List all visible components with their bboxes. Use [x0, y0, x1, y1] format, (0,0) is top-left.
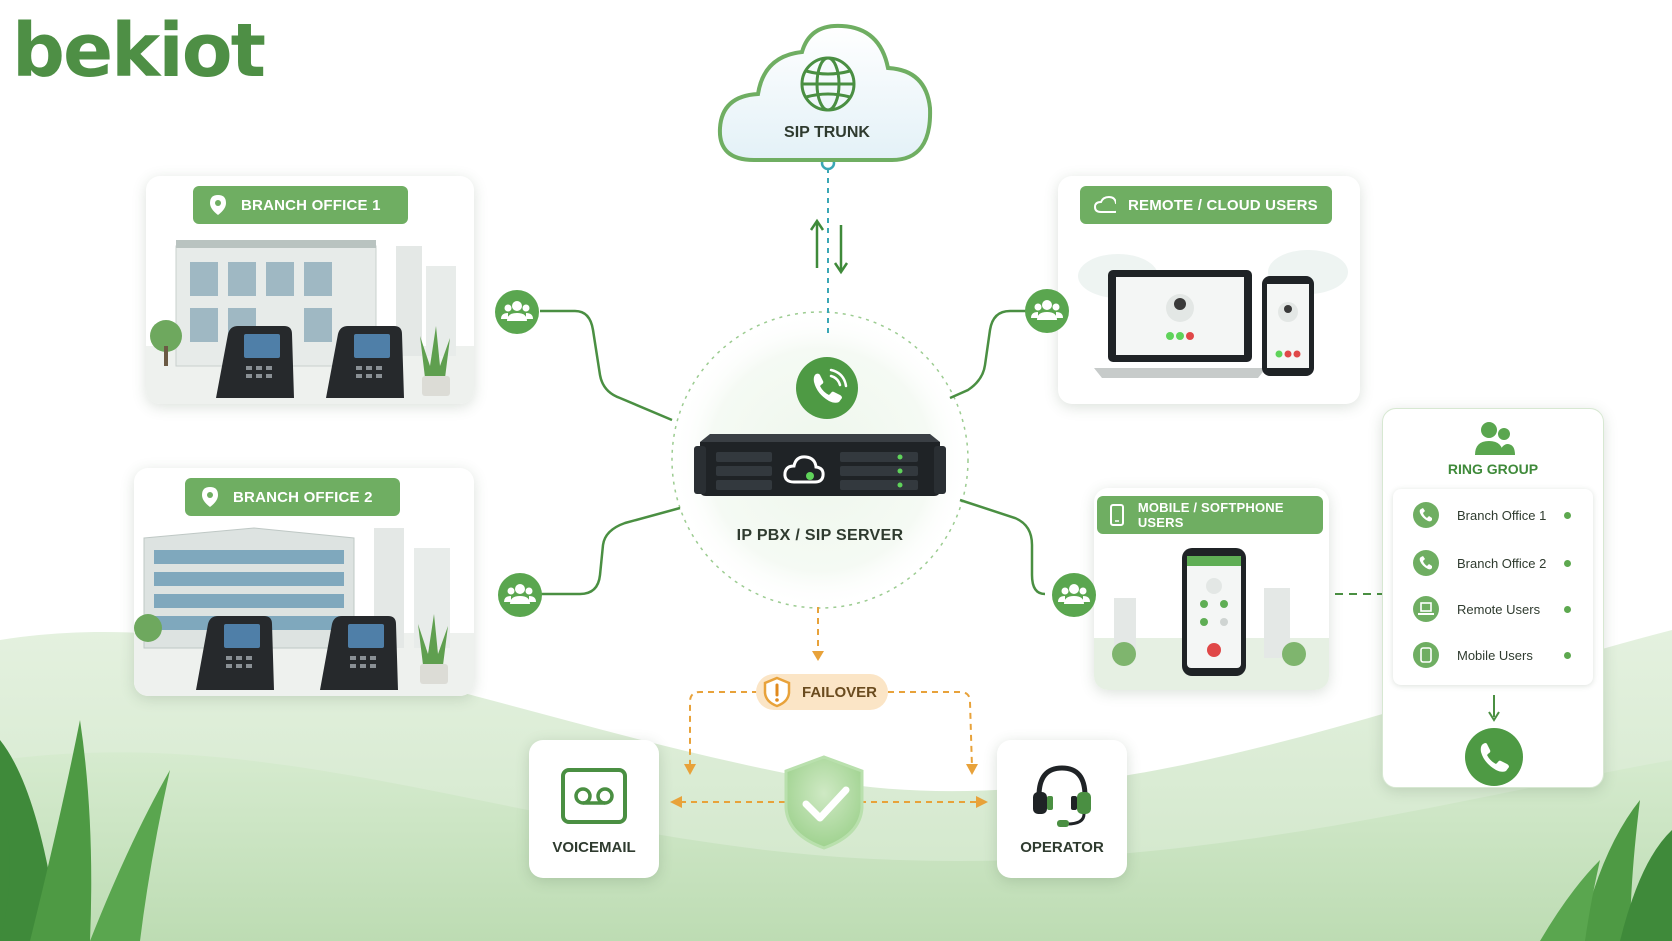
remote-cloud-users-pill: REMOTE / CLOUD USERS [1080, 186, 1332, 224]
users-badge-branch-2 [498, 573, 542, 617]
branch-office-1-label: BRANCH OFFICE 1 [241, 196, 381, 214]
branch-office-1-pill: BRANCH OFFICE 1 [193, 186, 408, 224]
brand-logo: bekiot [12, 14, 266, 88]
branch-office-2-pill: BRANCH OFFICE 2 [185, 478, 400, 516]
ring-group-title: RING GROUP [1447, 461, 1539, 477]
status-dot [1564, 559, 1571, 567]
desk-phone-icon [196, 616, 274, 690]
voicemail-label: VOICEMAIL [552, 839, 636, 856]
phone-icon [1480, 743, 1509, 772]
desk-phone-icon [320, 616, 398, 690]
arrow-down-icon [1488, 695, 1500, 722]
cloud-icon [1094, 194, 1116, 216]
users-icon [501, 301, 533, 321]
status-dot [1564, 651, 1571, 659]
smartphone-icon [1182, 548, 1246, 676]
users-icon [1031, 300, 1063, 320]
users-badge-remote [1025, 289, 1069, 333]
laptop-icon [1094, 270, 1266, 378]
sip-trunk-label: SIP TRUNK [784, 124, 870, 141]
location-pin-icon [207, 194, 229, 216]
ring-group-item-remote-users[interactable]: Remote Users [1407, 587, 1579, 631]
voicemail-tile: VOICEMAIL [529, 740, 659, 878]
failover-badge: FAILOVER [756, 674, 888, 710]
globe-icon [800, 56, 856, 112]
branch-office-2-illustration [134, 527, 474, 696]
remote-cloud-users-card [1058, 176, 1360, 404]
location-pin-icon [199, 486, 221, 508]
operator-tile: OPERATOR [997, 740, 1127, 878]
mobile-softphone-users-pill: MOBILE / SOFTPHONE USERS [1097, 496, 1323, 534]
smartphone-icon [1413, 642, 1439, 668]
users-icon [1058, 584, 1090, 604]
cloud-logo-icon [783, 455, 825, 484]
branch-office-2-label: BRANCH OFFICE 2 [233, 488, 373, 506]
ring-group-item-label: Branch Office 2 [1457, 555, 1547, 571]
branch-office-2-card [134, 468, 474, 696]
phone-icon [813, 368, 848, 403]
users-icon [1475, 422, 1515, 455]
status-dot [1564, 605, 1571, 613]
pbx-server-rack [694, 434, 946, 496]
ring-group-item-label: Remote Users [1457, 601, 1541, 617]
status-dot [1564, 511, 1571, 519]
branch-office-1-illustration [146, 240, 474, 404]
phone-icon [1413, 502, 1439, 528]
mobile-softphone-users-card [1094, 488, 1329, 690]
ring-group-item-label: Branch Office 1 [1457, 507, 1547, 523]
remote-cloud-users-label: REMOTE / CLOUD USERS [1128, 196, 1318, 214]
smartphone-icon [1107, 504, 1128, 526]
mobile-softphone-users-label: MOBILE / SOFTPHONE USERS [1137, 500, 1284, 530]
headset-icon [1033, 765, 1091, 827]
voicemail-icon [561, 768, 627, 824]
laptop-icon [1413, 596, 1439, 622]
ring-group-item-branch-office-2[interactable]: Branch Office 2 [1407, 541, 1579, 585]
server-label: IP PBX / SIP SERVER [736, 527, 904, 544]
ring-group-list: Branch Office 1 Branch Office 2 Remote U… [1393, 489, 1593, 685]
mobile-users-illustration [1094, 548, 1329, 690]
failover-label: FAILOVER [802, 683, 878, 701]
desk-phone-icon [326, 326, 404, 398]
server-phone-badge [796, 357, 858, 419]
remote-users-illustration [1078, 250, 1348, 378]
users-badge-mobile [1052, 573, 1096, 617]
smartphone-icon [1262, 276, 1314, 376]
operator-label: OPERATOR [1020, 839, 1104, 856]
ring-group-panel: RING GROUP Branch Office 1 Branch Office… [1382, 408, 1604, 788]
ring-group-phone-badge [1465, 728, 1523, 786]
desk-phone-icon [216, 326, 294, 398]
warning-shield-icon [763, 676, 791, 708]
ring-group-item-branch-office-1[interactable]: Branch Office 1 [1407, 493, 1579, 537]
ring-group-item-label: Mobile Users [1457, 647, 1533, 663]
phone-icon [1413, 550, 1439, 576]
brand-logo-text: bekiot [12, 8, 266, 94]
users-icon [504, 584, 536, 604]
ring-group-item-mobile-users[interactable]: Mobile Users [1407, 633, 1579, 677]
users-badge-branch-1 [495, 290, 539, 334]
